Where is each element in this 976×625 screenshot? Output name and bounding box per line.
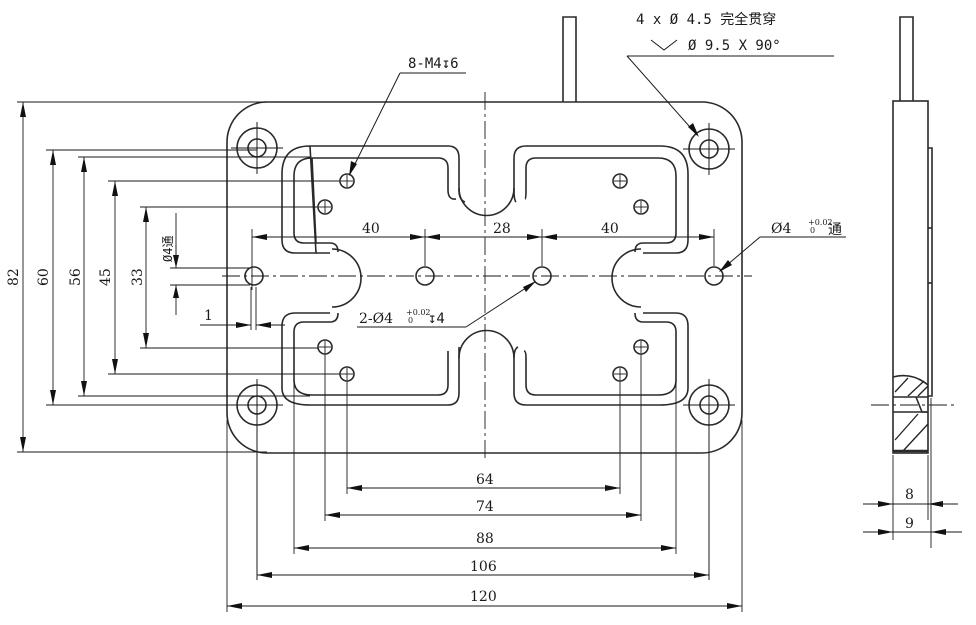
right-notch [611, 248, 642, 308]
corner-holes-text-1: 4 x Ø 4.5 完全贯穿 [636, 11, 776, 28]
dim-120: 120 [470, 589, 497, 605]
dim-88: 88 [476, 531, 494, 547]
left-hole-callout: Ø4通 [161, 236, 175, 262]
dim-1: 1 [204, 308, 213, 324]
dim-28: 28 [493, 221, 511, 237]
dimensions-left: 82 60 56 45 33 Ø4通 1 [6, 101, 340, 453]
corner-hole-bottom-right [683, 379, 735, 580]
bottom-notch [458, 329, 515, 359]
svg-text:+0.02: +0.02 [808, 218, 833, 227]
left-notch-tabs [316, 242, 339, 323]
dim-60: 60 [36, 268, 52, 286]
dim-56: 56 [68, 268, 84, 286]
right-pin-hole-text: Ø4 [771, 221, 791, 237]
dimensions-side: 8 9 [863, 455, 962, 540]
dimensions-middle: 40 28 40 [251, 221, 715, 290]
dim-74: 74 [476, 499, 494, 515]
threaded-hole [612, 366, 628, 382]
dim-82: 82 [6, 268, 22, 286]
dim-40-right: 40 [601, 221, 619, 237]
dimensions-bottom: 64 74 88 106 120 [226, 354, 743, 612]
dim-40-left: 40 [362, 221, 380, 237]
svg-text:+0.02: +0.02 [406, 308, 431, 317]
threaded-hole [317, 339, 333, 355]
dim-33: 33 [130, 268, 146, 286]
svg-text:通: 通 [828, 222, 842, 238]
side-view [871, 16, 957, 548]
callout-right-pin-hole: Ø4 +0.02 0 通 [719, 218, 846, 272]
svg-text:0: 0 [810, 226, 815, 235]
dim-45: 45 [98, 268, 114, 286]
threaded-hole [339, 173, 355, 189]
threaded-hole [612, 173, 628, 189]
side-step [928, 147, 933, 397]
left-notch [331, 248, 362, 308]
corner-hole-bottom-left [231, 379, 283, 580]
side-tab [899, 16, 914, 101]
dim-106: 106 [470, 559, 497, 575]
groove-outer [281, 145, 689, 406]
corner-holes-text-2: Ø 9.5 X 90° [688, 38, 781, 54]
front-view [222, 16, 752, 580]
top-notch [458, 187, 515, 217]
countersink-icon [650, 39, 678, 51]
corner-hole-top-right [683, 123, 735, 175]
callout-center-pin-holes: 2-Ø4 +0.02 0 ↧4 [357, 281, 536, 328]
dim-64: 64 [476, 472, 494, 488]
dim-8: 8 [905, 487, 914, 503]
callout-corner-holes: 4 x Ø 4.5 完全贯穿 Ø 9.5 X 90° [626, 11, 834, 137]
dim-9: 9 [905, 516, 914, 532]
svg-text:↧4: ↧4 [428, 311, 445, 327]
threaded-hole [633, 199, 649, 215]
callout-threaded-holes: 8-M4↧6 [349, 56, 466, 176]
corner-hole-top-left [231, 122, 283, 174]
center-pin-holes-text: 2-Ø4 [359, 311, 393, 327]
threaded-holes [317, 173, 649, 382]
threaded-hole [633, 339, 649, 355]
right-notch-tabs [634, 242, 656, 323]
side-body [892, 100, 929, 454]
threaded-hole [317, 199, 333, 215]
top-tab [562, 16, 577, 102]
threaded-holes-text: 8-M4↧6 [408, 56, 459, 72]
groove-inner [293, 157, 677, 396]
svg-text:0: 0 [408, 316, 413, 325]
plate-outline [226, 101, 743, 454]
threaded-hole [339, 366, 355, 382]
